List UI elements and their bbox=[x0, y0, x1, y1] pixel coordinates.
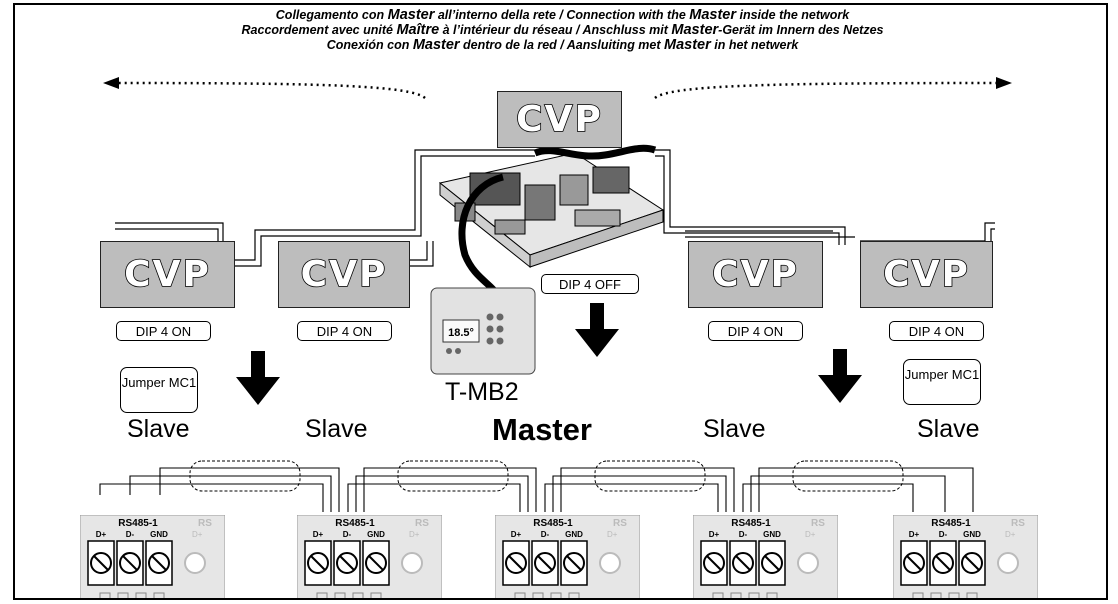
header-line-2: Raccordement avec unité Maître à l’intér… bbox=[241, 22, 884, 38]
cvp-unit-slave-2: CVP bbox=[278, 241, 410, 308]
dip-label-slave-4: DIP 4 ON bbox=[889, 321, 984, 341]
terminal-pin-label: GND bbox=[963, 530, 981, 539]
terminal-next-label: RS bbox=[613, 518, 627, 529]
dip-label-slave-1: DIP 4 ON bbox=[116, 321, 211, 341]
terminal-pin-label: GND bbox=[367, 530, 385, 539]
terminal-next-screw-icon bbox=[401, 552, 423, 574]
controller-label: T-MB2 bbox=[445, 378, 519, 406]
terminal-next-pin: D+ bbox=[409, 530, 420, 539]
terminal-pin-label: D+ bbox=[96, 530, 107, 539]
rs485-bus bbox=[99, 467, 974, 512]
master-cable bbox=[533, 144, 657, 160]
wiring-lines: 18.5° bbox=[99, 77, 1012, 512]
terminal-pin-label: GND bbox=[565, 530, 583, 539]
jumper-label-right: Jumper MC1 bbox=[903, 359, 981, 405]
terminal-next-label: RS bbox=[811, 518, 825, 529]
network-arrow-right-head bbox=[996, 77, 1012, 89]
terminal-next-label: RS bbox=[415, 518, 429, 529]
terminal-next-pin: D+ bbox=[805, 530, 816, 539]
cvp-unit-master: CVP bbox=[497, 91, 622, 148]
terminal-next-screw-icon bbox=[797, 552, 819, 574]
terminal-next-label: RS bbox=[1011, 518, 1025, 529]
cvp-unit-slave-3: CVP bbox=[688, 241, 823, 308]
wiring-diagram: Collegamento con Master all’interno dell… bbox=[13, 3, 1108, 600]
terminal-pin-label: D- bbox=[126, 530, 135, 539]
terminal-pin-label: D+ bbox=[511, 530, 522, 539]
terminal-next-pin: D+ bbox=[607, 530, 618, 539]
terminal-pin-label: D+ bbox=[709, 530, 720, 539]
role-label-slave-2: Slave bbox=[305, 415, 368, 443]
dip-label-slave-3: DIP 4 ON bbox=[708, 321, 803, 341]
network-arrow-right bbox=[654, 81, 1001, 100]
cable-shields bbox=[189, 460, 904, 492]
cvp-unit-slave-1: CVP bbox=[100, 241, 235, 308]
terminal-bus-label: RS485-1 bbox=[118, 518, 158, 529]
controller-temperature: 18.5° bbox=[448, 327, 474, 339]
terminal-next-pin: D+ bbox=[1005, 530, 1016, 539]
terminal-pin-label: D- bbox=[541, 530, 550, 539]
role-label-slave-4: Slave bbox=[917, 415, 980, 443]
dip-label-master: DIP 4 OFF bbox=[541, 274, 639, 294]
role-label-slave-1: Slave bbox=[127, 415, 190, 443]
terminal-next-pin: D+ bbox=[192, 530, 203, 539]
terminal-pin-label: GND bbox=[763, 530, 781, 539]
role-label-slave-3: Slave bbox=[703, 415, 766, 443]
terminal-pin-label: D+ bbox=[313, 530, 324, 539]
jumper-label-left: Jumper MC1 bbox=[120, 367, 198, 413]
terminal-bus-label: RS485-1 bbox=[335, 518, 375, 529]
terminal-bus-label: RS485-1 bbox=[731, 518, 771, 529]
cvp-unit-slave-4: CVP bbox=[860, 241, 993, 308]
controller-device: 18.5° bbox=[430, 287, 536, 375]
terminal-next-label: RS bbox=[198, 518, 212, 529]
controller-cable bbox=[458, 173, 505, 299]
terminal-pin-label: D- bbox=[343, 530, 352, 539]
terminal-pin-label: D- bbox=[739, 530, 748, 539]
master-board bbox=[438, 152, 665, 269]
role-label-master: Master bbox=[492, 412, 592, 447]
network-arrow-left-head bbox=[103, 77, 119, 89]
network-arrow-left bbox=[114, 81, 426, 100]
terminal-next-screw-icon bbox=[599, 552, 621, 574]
terminal-pin-label: GND bbox=[150, 530, 168, 539]
terminal-next-screw-icon bbox=[997, 552, 1019, 574]
dip-label-slave-2: DIP 4 ON bbox=[297, 321, 392, 341]
header-line-3: Conexión con Master dentro de la red / A… bbox=[326, 37, 799, 53]
terminal-next-screw-icon bbox=[184, 552, 206, 574]
terminal-pin-label: D+ bbox=[909, 530, 920, 539]
header-line-1: Collegamento con Master all’interno dell… bbox=[275, 7, 850, 23]
terminal-bus-label: RS485-1 bbox=[931, 518, 971, 529]
terminal-pin-label: D- bbox=[939, 530, 948, 539]
terminal-bus-label: RS485-1 bbox=[533, 518, 573, 529]
